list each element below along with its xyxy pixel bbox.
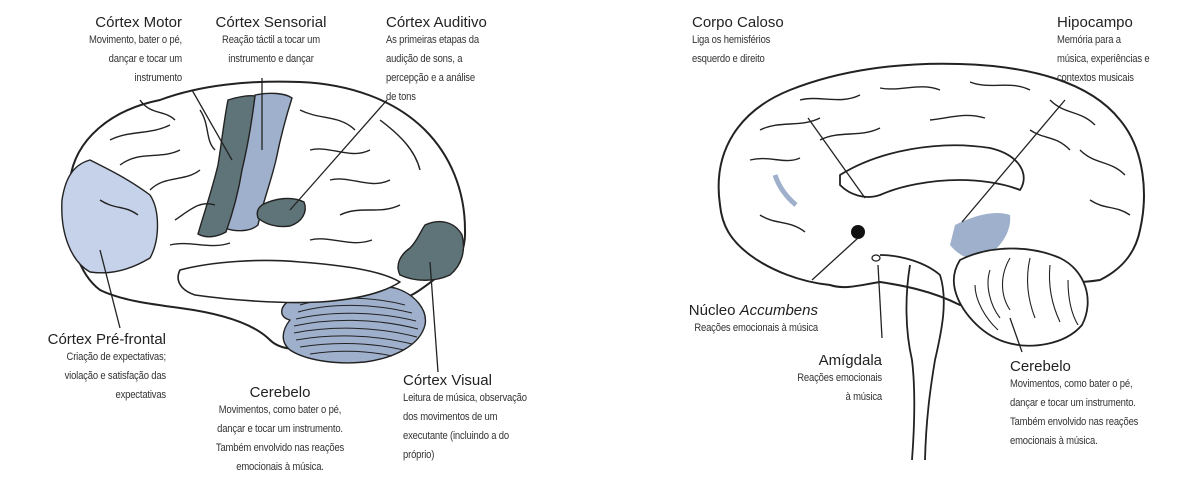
label-desc-line: audição de sons, a [386, 53, 463, 65]
label-cortex-sensorial: Córtex Sensorial Reação táctil a tocar u… [196, 14, 346, 69]
medial-brain-outline [717, 62, 1145, 306]
label-corpo-caloso: Corpo Caloso Liga os hemisférios esquerd… [692, 14, 852, 69]
label-desc-line: expectativas [115, 389, 166, 401]
label-title: Núcleo Accumbens [630, 302, 818, 319]
lateral-gyri [99, 99, 421, 247]
label-desc-line: dançar e tocar um [108, 53, 183, 65]
label-desc-line: Reações emocionais à música [694, 322, 818, 334]
label-title: Córtex Motor [95, 14, 182, 31]
label-desc-line: As primeiras etapas da [386, 34, 479, 46]
medial-cerebellum [952, 247, 1089, 347]
label-title: Cerebelo [249, 384, 311, 401]
accumbens-dot [851, 225, 865, 239]
ventricle-shading [950, 213, 1011, 260]
label-cortex-visual: Córtex Visual Leitura de música, observa… [403, 372, 603, 465]
label-title: Amígdala [818, 352, 882, 369]
label-title: Corpo Caloso [692, 14, 784, 31]
label-title: Córtex Pré-frontal [47, 331, 166, 348]
label-cortex-prefrontal: Córtex Pré-frontal Criação de expectativ… [6, 331, 167, 405]
label-desc-line: emocionais à música. [236, 461, 324, 473]
title-italic: Accumbens [739, 302, 818, 319]
label-desc-line: Liga os hemisférios [692, 34, 771, 46]
label-title: Córtex Sensorial [215, 14, 327, 31]
label-cerebelo-right: Cerebelo Movimentos, como bater o pé, da… [1010, 358, 1178, 451]
label-desc-line: Também envolvido nas reações [1010, 416, 1139, 428]
label-desc-line: Memória para a [1057, 34, 1121, 46]
label-desc-line: instrumento [134, 72, 182, 84]
label-desc-line: dançar e tocar um instrumento. [217, 423, 343, 435]
label-desc-line: Também envolvido nas reações [215, 442, 345, 454]
label-amigdala: Amígdala Reações emocionais à música [760, 352, 882, 407]
label-desc-line: Reação táctil a tocar um [222, 34, 320, 46]
left-pointer-lines [99, 78, 439, 373]
label-desc-line: Movimentos, como bater o pé, [1010, 378, 1133, 390]
label-title: Córtex Auditivo [386, 14, 487, 31]
prefrontal-region [61, 159, 159, 274]
label-desc-line: Leitura de música, observação [403, 392, 527, 404]
label-desc-line: emocionais à música. [1010, 435, 1098, 447]
visual-region [397, 220, 465, 281]
label-desc-line: Criação de expectativas; [66, 351, 167, 363]
brainstem [879, 254, 945, 461]
title-prefix: Núcleo [688, 302, 740, 319]
label-desc-line: Movimento, bater o pé, [89, 34, 182, 46]
label-desc-line: executante (incluindo a do [403, 430, 509, 442]
label-desc-line: de tons [386, 91, 416, 103]
label-cortex-auditivo: Córtex Auditivo As primeiras etapas da a… [386, 14, 536, 107]
lateral-brain [61, 78, 467, 373]
label-desc-line: contextos musicais [1057, 72, 1134, 84]
corpus-callosum [839, 144, 1025, 198]
label-desc-line: música, experiências e [1057, 53, 1150, 65]
label-desc-line: Reações emocionais [797, 372, 882, 384]
label-title: Cerebelo [1010, 358, 1071, 375]
medial-cerebellum-folds [974, 257, 1079, 331]
label-title: Hipocampo [1057, 14, 1133, 31]
label-title: Córtex Visual [403, 372, 492, 389]
label-desc-line: próprio) [403, 449, 435, 461]
label-cerebelo-left: Cerebelo Movimentos, como bater o pé, da… [180, 384, 380, 477]
label-cortex-motor: Córtex Motor Movimento, bater o pé, danç… [20, 14, 182, 88]
motor-region [197, 95, 256, 238]
label-desc-line: à música [845, 391, 883, 403]
label-desc-line: Movimentos, como bater o pé, [218, 404, 342, 416]
medial-brain [717, 62, 1145, 461]
medial-gyri [749, 81, 1131, 233]
right-pointer-lines [807, 99, 1066, 353]
temporal-lobe [177, 259, 401, 304]
label-desc-line: instrumento e dançar [228, 53, 314, 65]
label-desc-line: dançar e tocar um instrumento. [1010, 397, 1136, 409]
label-desc-line: dos movimentos de um [403, 411, 498, 423]
label-hipocampo: Hipocampo Memória para a música, experiê… [1057, 14, 1177, 88]
label-desc-line: violação e satisfação das [64, 370, 167, 382]
label-desc-line: esquerdo e direito [692, 53, 765, 65]
label-nucleo-accumbens: Núcleo Accumbens Reações emocionais à mú… [630, 302, 818, 338]
label-desc-line: percepção e a análise [386, 72, 475, 84]
